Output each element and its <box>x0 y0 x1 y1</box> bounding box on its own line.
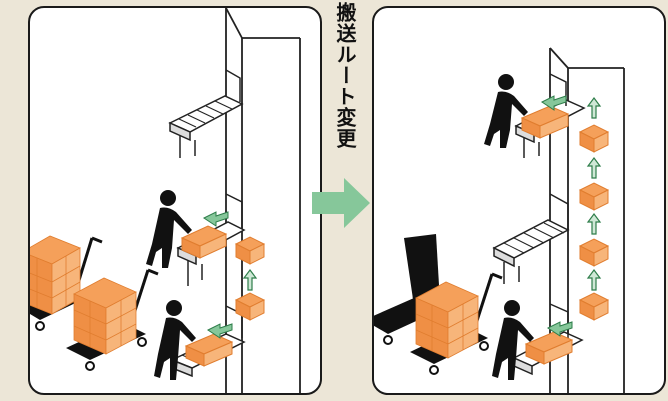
left-arrow-icon <box>203 211 229 227</box>
person-icon <box>154 300 196 380</box>
package-box <box>234 292 266 321</box>
box-stack <box>30 235 81 315</box>
before-panel <box>28 6 322 395</box>
package-box <box>180 225 228 259</box>
before-illustration <box>30 8 301 393</box>
route-change-caption: 搬送ルート変更 <box>333 2 357 149</box>
left-arrow-icon <box>207 323 233 339</box>
after-panel <box>372 6 666 395</box>
person-icon <box>484 74 528 148</box>
package-box <box>234 236 266 265</box>
package-box <box>578 182 610 211</box>
up-arrow-icon <box>242 269 258 291</box>
box-stack <box>415 281 479 359</box>
left-arrow-icon <box>547 321 573 337</box>
conveyor-shelf-top <box>168 69 244 158</box>
person-icon <box>492 300 534 380</box>
package-box <box>578 292 610 321</box>
box-stack <box>73 277 137 355</box>
after-illustration <box>374 47 625 393</box>
vertical-conveyor-tower <box>225 8 301 393</box>
person-icon <box>146 190 192 268</box>
up-arrow-icon <box>586 97 602 119</box>
conveyor-shelf-middle <box>492 193 570 284</box>
package-box <box>578 238 610 267</box>
package-box <box>524 331 574 365</box>
package-box <box>578 124 610 153</box>
up-arrow-icon <box>586 157 602 179</box>
package-box <box>520 105 570 139</box>
pallet-cart-empty <box>374 234 440 345</box>
rising-boxes <box>578 124 610 321</box>
package-box <box>184 333 234 367</box>
up-arrow-icon <box>586 213 602 235</box>
up-arrow-icon <box>586 269 602 291</box>
left-arrow-icon <box>541 95 567 111</box>
